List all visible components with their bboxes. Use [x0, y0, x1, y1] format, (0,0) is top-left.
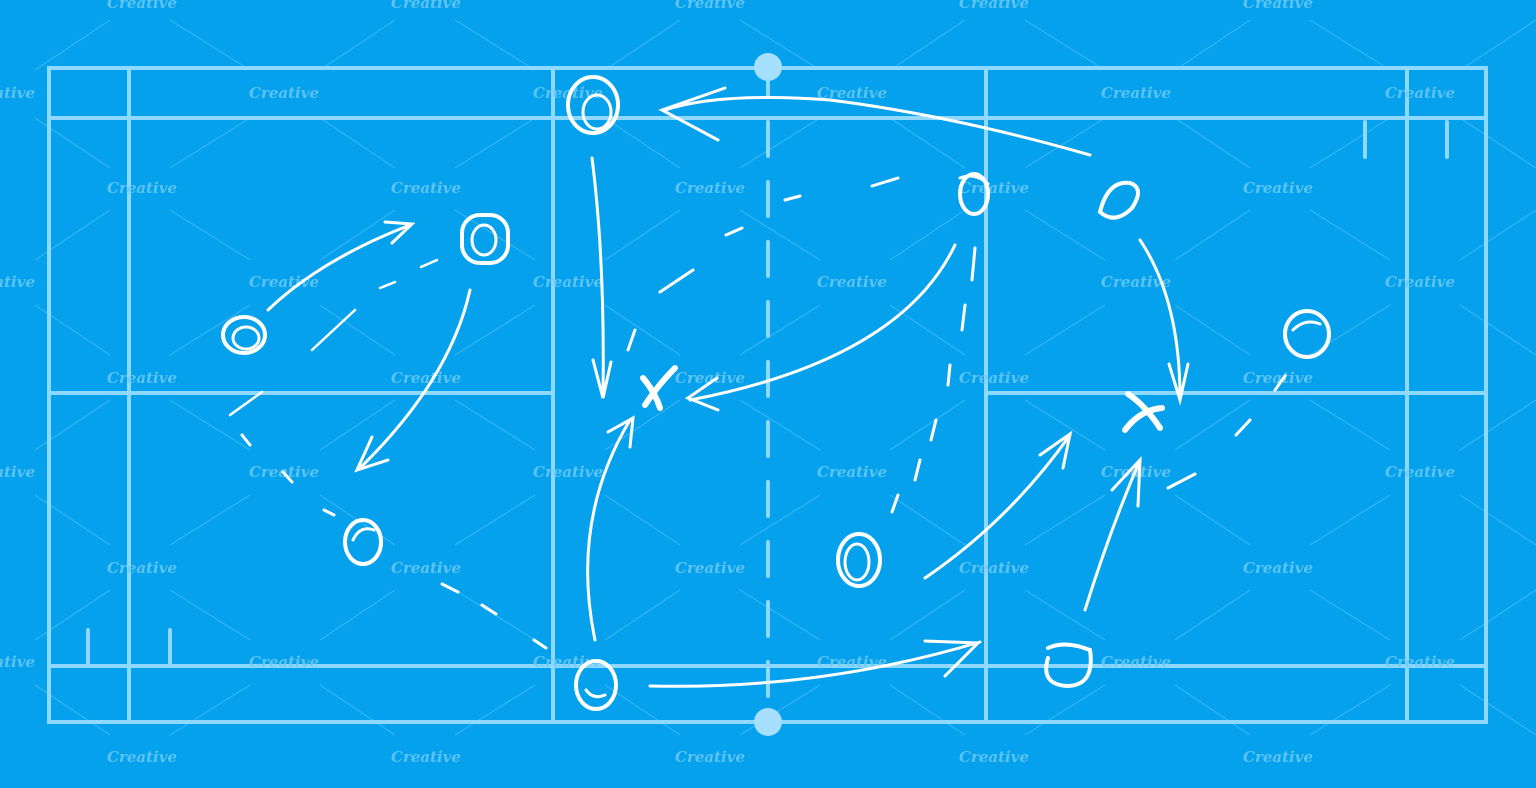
svg-text:Creative: Creative: [0, 273, 35, 291]
svg-text:Creative: Creative: [0, 463, 35, 481]
svg-text:Creative: Creative: [107, 179, 177, 197]
svg-text:Creative: Creative: [1385, 653, 1455, 671]
svg-text:Creative: Creative: [1243, 369, 1313, 387]
arrow-head-1: [383, 220, 416, 245]
dashed-path-1: [228, 258, 439, 417]
svg-text:Creative: Creative: [817, 463, 887, 481]
svg-text:Creative: Creative: [675, 0, 745, 12]
player-marker-6: [958, 172, 990, 216]
arrow-path-9: [1083, 458, 1142, 612]
svg-text:Creative: Creative: [817, 653, 887, 671]
svg-text:Creative: Creative: [0, 84, 35, 102]
watermark-lines: [34, 19, 1536, 736]
svg-text:Creative: Creative: [249, 653, 319, 671]
svg-text:Creative: Creative: [959, 0, 1029, 12]
svg-text:Creative: Creative: [391, 179, 461, 197]
svg-text:Creative: Creative: [1243, 559, 1313, 577]
svg-text:Creative: Creative: [817, 273, 887, 291]
svg-text:Creative: Creative: [391, 559, 461, 577]
player-marker-10: [1283, 309, 1331, 359]
arrow-path-1: [266, 223, 412, 312]
player-marker-4: [566, 75, 620, 135]
player-marker-9: [1044, 642, 1093, 689]
dashed-path-2: [240, 433, 548, 650]
dashed-path-3: [626, 176, 900, 352]
arrow-head-3: [591, 358, 613, 399]
net-post-bottom: [754, 708, 782, 736]
arrow-head-10: [1167, 362, 1190, 406]
arrow-head-8: [1038, 430, 1073, 470]
svg-text:Creative: Creative: [675, 559, 745, 577]
svg-text:Creative: Creative: [1385, 463, 1455, 481]
svg-text:Creative: Creative: [107, 369, 177, 387]
player-markers: [221, 75, 1331, 711]
svg-text:Creative: Creative: [1243, 748, 1313, 766]
target-marker-2: [1122, 391, 1165, 433]
net-post-top: [754, 53, 782, 81]
svg-text:Creative: Creative: [533, 463, 603, 481]
player-marker-5: [574, 659, 618, 711]
player-marker-2: [460, 213, 510, 265]
arrow-head-5: [658, 86, 727, 142]
svg-text:Creative: Creative: [1101, 84, 1171, 102]
court-lines: [47, 66, 1488, 724]
svg-text:Creative: Creative: [391, 369, 461, 387]
svg-text:Creative: Creative: [107, 748, 177, 766]
arrow-path-2: [358, 288, 472, 470]
svg-text:Creative: Creative: [959, 559, 1029, 577]
svg-text:Creative: Creative: [533, 273, 603, 291]
arrow-head-4: [606, 415, 635, 449]
svg-text:Creative: Creative: [107, 559, 177, 577]
arrow-path-4: [586, 418, 632, 642]
arrow-path-6: [688, 243, 957, 402]
svg-text:Creative: Creative: [1101, 273, 1171, 291]
svg-text:Creative: Creative: [249, 273, 319, 291]
net-posts: [754, 53, 782, 736]
arrow-path-5: [663, 96, 1092, 157]
svg-text:Creative: Creative: [1243, 0, 1313, 12]
arrow-head-6: [684, 376, 720, 412]
arrow-path-8: [923, 433, 1072, 580]
svg-text:Creative: Creative: [1385, 273, 1455, 291]
arrow-path-10: [1138, 238, 1182, 400]
player-marker-1: [221, 315, 267, 355]
arrow-head-7: [923, 639, 982, 678]
dashed-path-4: [890, 246, 977, 514]
dashed-path-5: [1166, 374, 1287, 490]
svg-text:Creative: Creative: [1385, 84, 1455, 102]
svg-text:Creative: Creative: [391, 748, 461, 766]
arrow-path-7: [648, 640, 982, 688]
svg-text:Creative: Creative: [249, 84, 319, 102]
svg-text:Creative: Creative: [959, 369, 1029, 387]
svg-text:Creative: Creative: [675, 179, 745, 197]
svg-text:Creative: Creative: [817, 84, 887, 102]
target-markers: [640, 365, 1165, 433]
svg-text:Creative: Creative: [959, 748, 1029, 766]
svg-text:Creative: Creative: [1101, 653, 1171, 671]
svg-text:Creative: Creative: [1243, 179, 1313, 197]
player-marker-3: [343, 518, 383, 566]
svg-text:Creative: Creative: [675, 748, 745, 766]
svg-text:Creative: Creative: [391, 0, 461, 12]
svg-text:Creative: Creative: [533, 84, 603, 102]
arrow-head-2: [354, 435, 390, 473]
svg-text:Creative: Creative: [107, 0, 177, 12]
target-marker-1: [640, 365, 678, 411]
svg-text:Creative: Creative: [675, 369, 745, 387]
svg-text:Creative: Creative: [0, 653, 35, 671]
arrow-head-9: [1110, 456, 1142, 508]
play-paths: [228, 86, 1287, 688]
svg-text:Creative: Creative: [959, 179, 1029, 197]
player-marker-8: [836, 532, 882, 588]
player-marker-7: [1097, 180, 1140, 220]
arrow-path-3: [590, 156, 605, 397]
